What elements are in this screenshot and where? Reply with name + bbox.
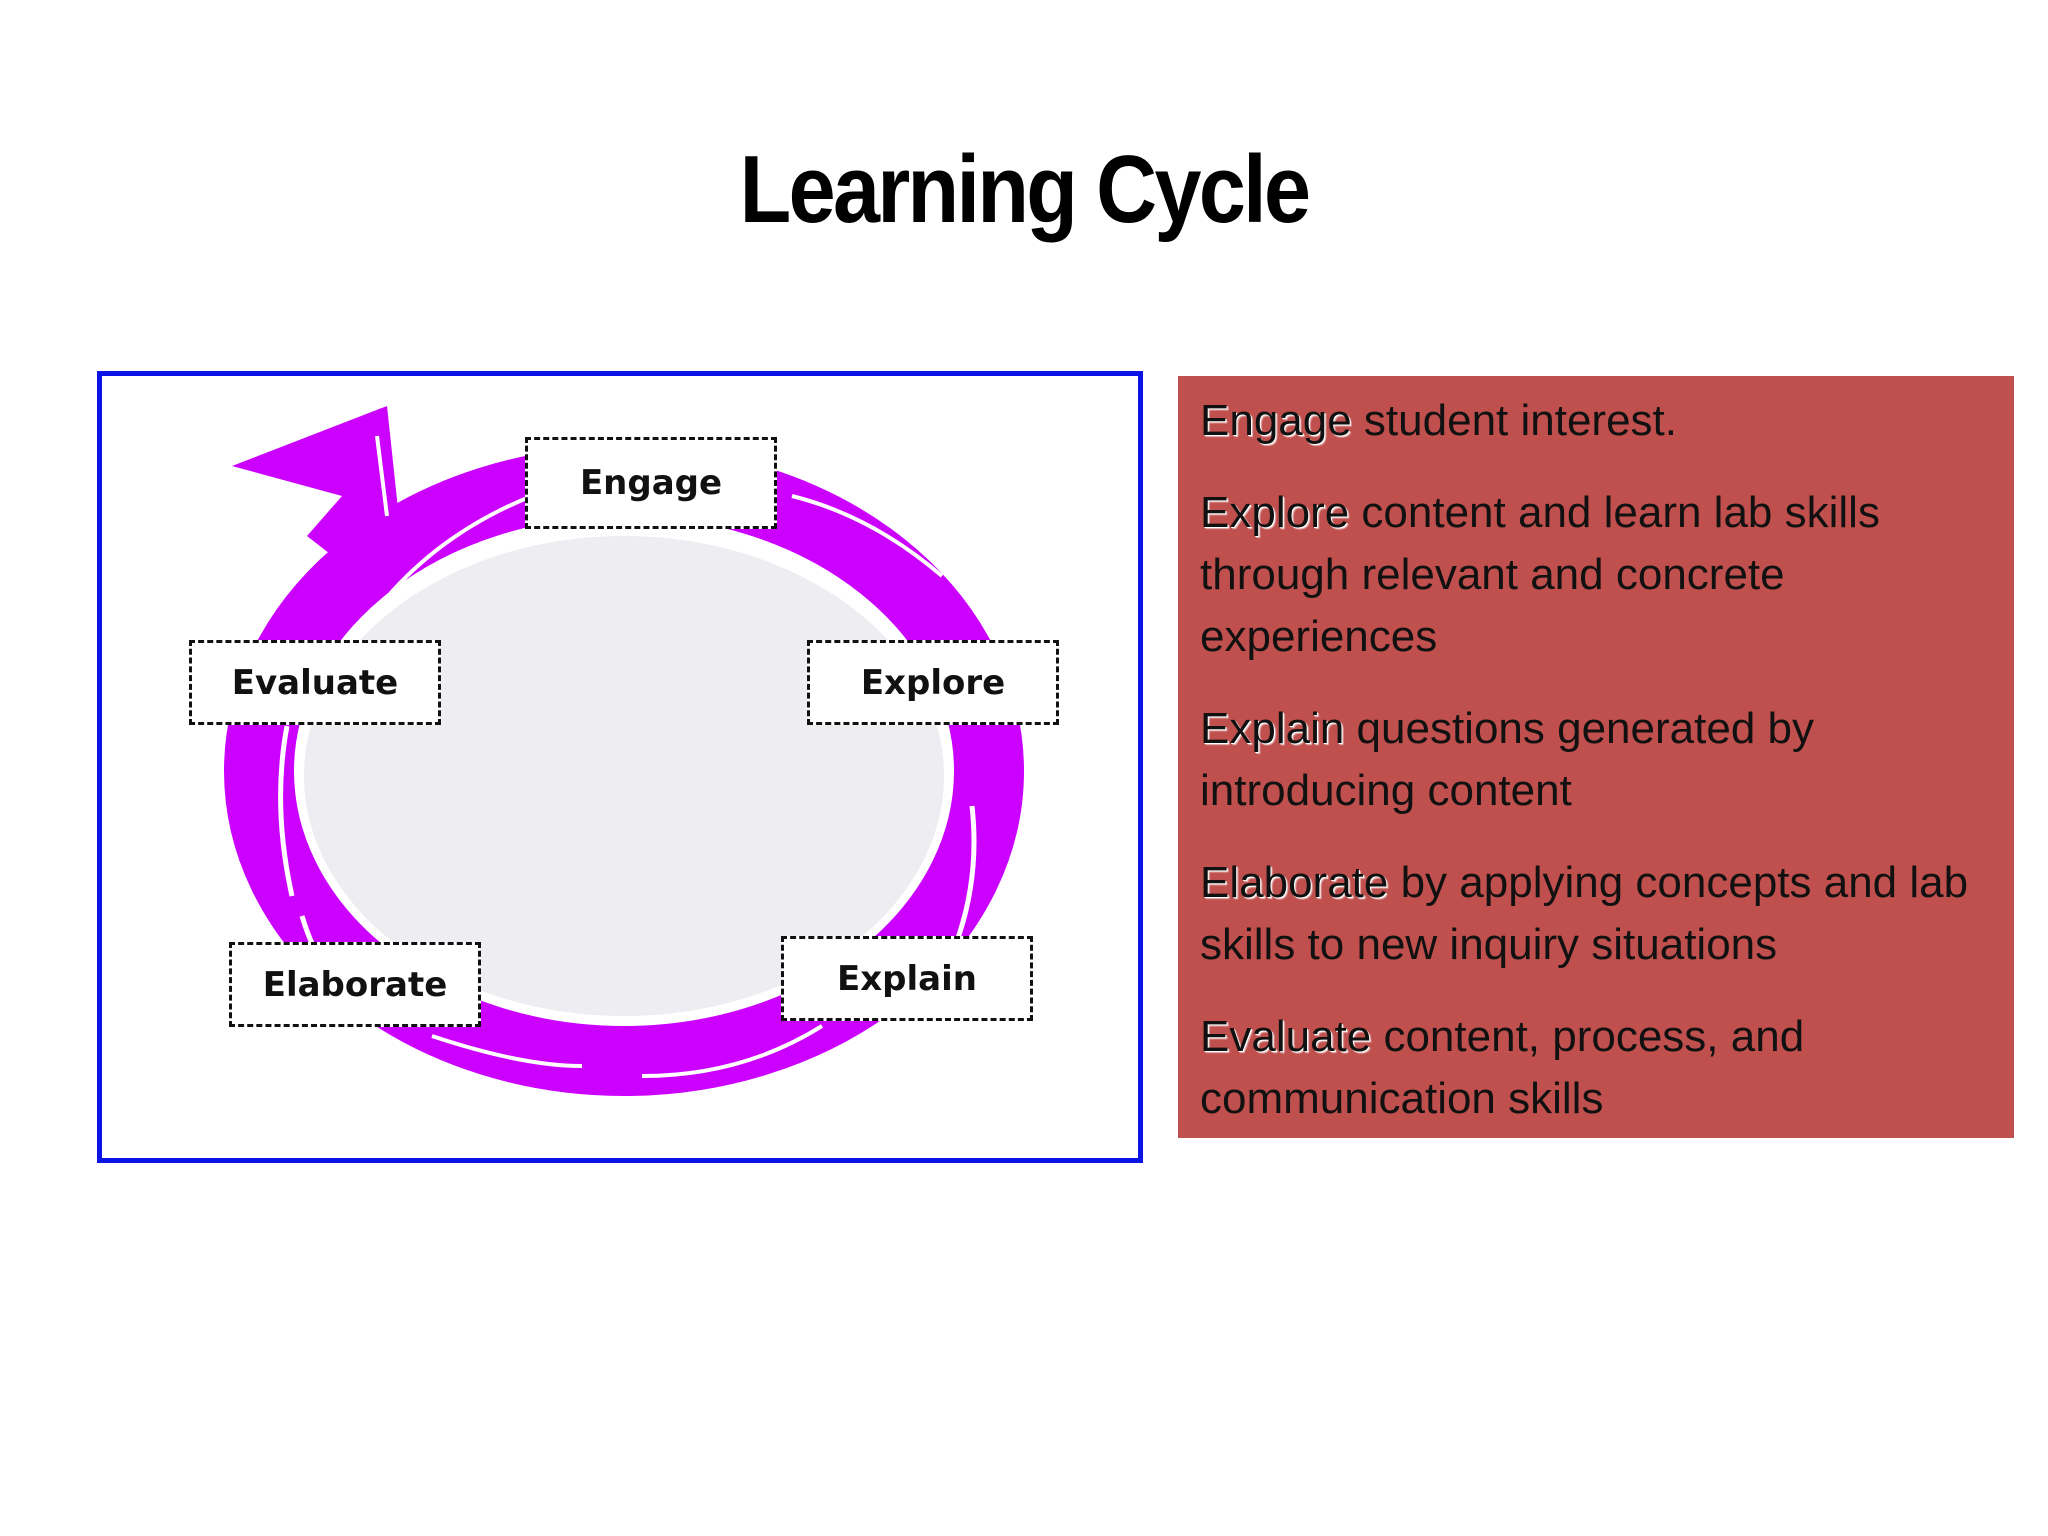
item-text: content and learn lab skills through rel… <box>1200 488 1880 661</box>
ring-highlight <box>370 494 533 618</box>
stage-evaluate: Evaluate <box>189 640 441 725</box>
stage-engage: Engage <box>525 437 777 529</box>
item-keyword: Explain <box>1200 704 1345 753</box>
item-text: student interest. <box>1351 396 1677 445</box>
item-keyword: Elaborate <box>1200 858 1389 907</box>
item-keyword: Evaluate <box>1200 1012 1372 1061</box>
stage-elaborate: Elaborate <box>229 942 481 1027</box>
stage-explore: Explore <box>807 640 1059 725</box>
cycle-arrowhead <box>232 406 402 571</box>
stage-explain: Explain <box>781 936 1033 1021</box>
item-text: by applying concepts and lab skills to n… <box>1200 858 1969 969</box>
list-item: Evaluate content, process, and communica… <box>1200 1006 1992 1130</box>
ring-highlight <box>278 725 295 897</box>
list-item: Explore content and learn lab skills thr… <box>1200 482 1992 668</box>
cycle-inner-area <box>304 536 944 1016</box>
ring-highlight <box>641 1024 824 1078</box>
ring-highlight <box>791 494 944 578</box>
item-text: content, process, and communication skil… <box>1200 1012 1805 1123</box>
slide-title: Learning Cycle <box>739 136 1311 243</box>
list-item: Explain questions generated by introduci… <box>1200 698 1992 822</box>
item-keyword: Explore <box>1200 488 1350 537</box>
arrow-highlight <box>256 485 275 617</box>
arrow-highlight <box>375 435 389 517</box>
list-item: Engage student interest. <box>1200 390 1992 452</box>
item-keyword: Engage <box>1200 396 1352 445</box>
description-panel: Engage student interest. Explore content… <box>1178 376 2014 1138</box>
list-item: Elaborate by applying concepts and lab s… <box>1200 852 1992 976</box>
learning-cycle-diagram: Engage Explore Explain Elaborate Evaluat… <box>97 371 1143 1163</box>
item-text: questions generated by introducing conte… <box>1200 704 1814 815</box>
ring-highlight <box>431 1034 583 1068</box>
